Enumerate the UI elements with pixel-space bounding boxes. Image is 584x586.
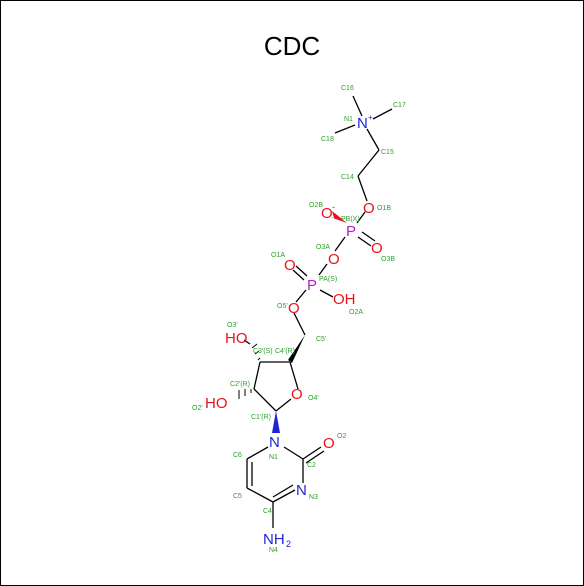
symbol-oh2a: OH <box>333 291 356 308</box>
label-c4: C4 <box>263 508 272 515</box>
symbol-oh2p: HO <box>205 395 228 412</box>
molecule-title: CDC <box>263 31 321 61</box>
symbol-o4p: O <box>291 386 303 403</box>
label-o5p: O5' <box>277 303 288 310</box>
bond-c14-o1b <box>357 175 368 202</box>
symbol-n3: N <box>296 482 307 499</box>
wedge-c1p-n1 <box>272 411 280 433</box>
symbol-o5p: O <box>288 300 300 317</box>
label-o3a: O3A <box>316 244 330 251</box>
label-o2b: O2B <box>309 202 323 209</box>
bond-c4-n3-inner <box>272 484 294 498</box>
bond-n1-c17 <box>372 108 393 120</box>
bond-n1-c18 <box>334 124 356 134</box>
bond-pa-o5p <box>295 289 307 303</box>
label-c15: C15 <box>381 149 394 156</box>
symbol-o1a: O <box>284 257 296 274</box>
label-c6: C6 <box>233 452 242 459</box>
bond-pa-oh <box>319 289 334 298</box>
bond-c2-o2-b <box>305 450 325 464</box>
bond-n1-c2 <box>283 446 304 460</box>
label-c14: C14 <box>341 174 354 181</box>
label-n3: N3 <box>309 494 318 501</box>
bond-c4p-o4p <box>289 361 299 390</box>
label-o2a: O2A <box>349 309 363 316</box>
symbol-oh3p: HO <box>225 330 248 347</box>
symbol-nh2: NH <box>263 531 285 548</box>
label-c18: C18 <box>321 136 334 143</box>
symbol-n1: N <box>357 115 368 132</box>
bond-o5p-c5p <box>293 312 306 336</box>
wedge-c5p-c4p <box>288 335 305 363</box>
label-n1: N1 <box>344 116 353 123</box>
atom-name-labels: C16 C17 N1 C18 C15 C14 O2B O1B PB(X) O3A… <box>192 85 406 554</box>
wedge-pb-o2b <box>330 211 347 223</box>
bond-o3p-tail <box>243 339 251 345</box>
label-o2p: O2' <box>192 405 203 412</box>
label-o1a: O1A <box>271 252 285 259</box>
bond-o4p-c1p <box>275 398 292 412</box>
label-c16: C16 <box>341 85 354 92</box>
symbol-n1b: N <box>269 434 280 451</box>
bond-pb-o3b-a <box>357 236 372 247</box>
label-o3p: O3' <box>227 322 238 329</box>
label-c3p: C3'(S) <box>253 348 273 355</box>
bond-c1p-c2p <box>253 388 277 412</box>
bond-o1b-pb <box>356 211 366 224</box>
bond-n1-c16 <box>352 95 363 117</box>
label-c4p: C4'(R) <box>275 348 295 355</box>
symbol-nh2-sub: 2 <box>286 539 291 549</box>
bond-c2p-c3p <box>253 361 261 390</box>
symbol-pb: P <box>346 223 356 240</box>
label-o1b: O1B <box>377 205 391 212</box>
label-o3b: O3B <box>381 256 395 263</box>
symbol-o3a: O <box>328 251 340 268</box>
bond-c5-c4 <box>246 487 274 503</box>
bond-pb-o3b-b <box>361 231 376 242</box>
hash-c2p-o2p <box>238 389 252 399</box>
bond-o1a-pa-b <box>292 269 305 281</box>
symbol-o2b: O <box>321 205 333 222</box>
bond-o1a-pa-a <box>295 265 308 277</box>
label-n4: N4 <box>269 547 278 554</box>
label-o4p: O4' <box>308 395 319 402</box>
bond-pb-o3a <box>334 236 346 252</box>
label-o2: O2 <box>337 433 346 440</box>
symbol-o3b: O <box>371 240 383 257</box>
bond-n1-c6 <box>246 446 269 460</box>
label-c5p: C5' <box>316 336 326 343</box>
label-pa: PA(S) <box>319 276 337 283</box>
bond-c4-n3 <box>272 489 296 503</box>
charge-n1: + <box>368 113 373 122</box>
bond-lines <box>238 95 393 528</box>
element-symbols: N + O - O P O O O P OH O HO O HO N O N N… <box>205 113 383 549</box>
bond-n1-c15 <box>366 128 380 151</box>
symbol-o2: O <box>323 435 335 452</box>
label-c5: C5 <box>233 493 242 500</box>
bond-o3a-pa <box>318 263 328 276</box>
symbol-pa: P <box>307 277 317 294</box>
label-c2: C2 <box>307 462 316 469</box>
bond-c15-c14 <box>357 149 380 177</box>
label-c2p: C2'(R) <box>230 381 250 388</box>
bond-c2-o2-a <box>302 446 322 460</box>
label-n1b: N1 <box>269 454 278 461</box>
charge-o2b: - <box>332 202 335 212</box>
label-c17: C17 <box>393 102 406 109</box>
label-c1p: C1'(R) <box>251 414 271 421</box>
hash-c3p-o3p <box>251 343 261 361</box>
symbol-o1b: O <box>363 200 375 217</box>
label-pb: PB(X) <box>341 216 360 223</box>
